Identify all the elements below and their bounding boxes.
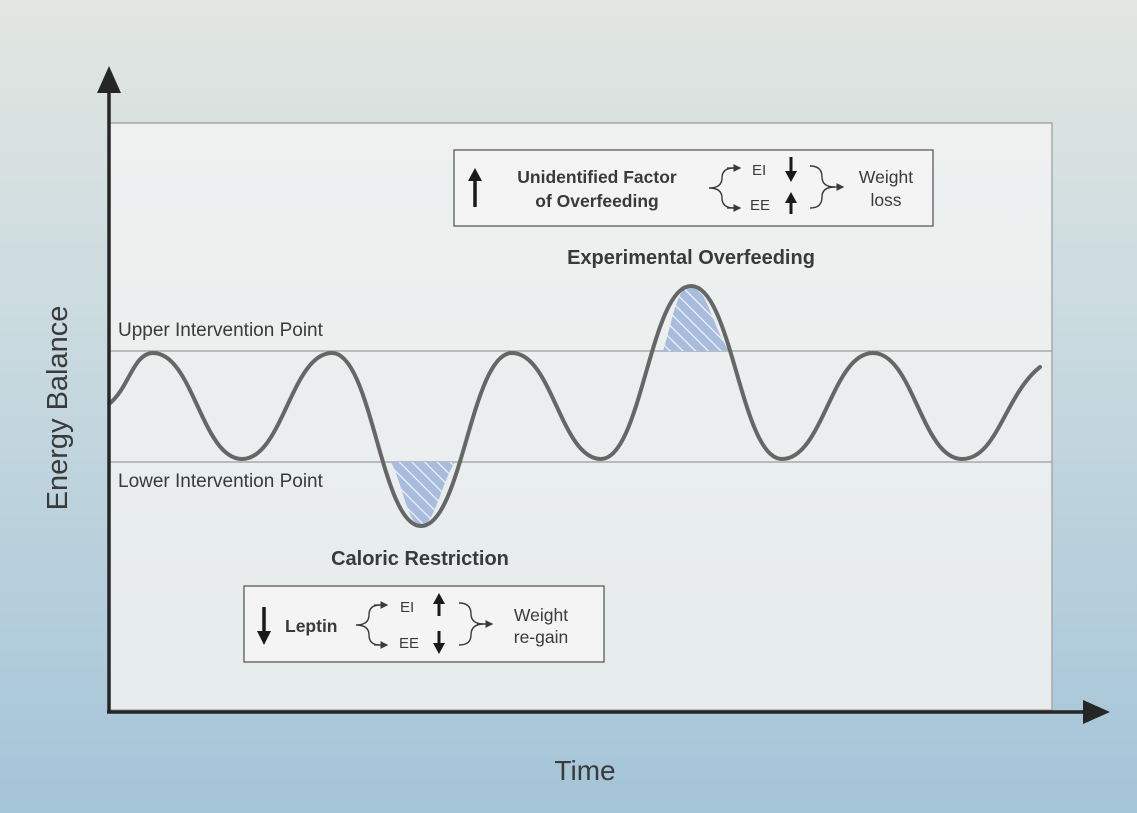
arrow-down-icon (785, 157, 797, 182)
overfeeding-outcome-line2: loss (870, 190, 901, 210)
overfeeding-factor-line2: of Overfeeding (535, 191, 659, 211)
arrow-up-icon (433, 593, 445, 616)
caloric-restriction-heading: Caloric Restriction (331, 548, 509, 570)
caloric-restriction-shaded-area (391, 462, 455, 526)
upper-intervention-label: Upper Intervention Point (118, 320, 324, 341)
lower-intervention-label: Lower Intervention Point (118, 471, 324, 492)
left-brace-icon (708, 167, 735, 209)
overfeeding-ee-label: EE (750, 197, 770, 214)
energy-balance-curve (107, 284, 1042, 528)
arrow-down-icon (433, 631, 445, 654)
arrow-up-icon (785, 192, 797, 214)
restriction-ei-label: EI (400, 599, 414, 616)
y-axis-label: Energy Balance (42, 306, 74, 511)
overfeeding-outcome-line1: Weight (859, 167, 913, 187)
restriction-outcome-line2: re-gain (514, 627, 568, 647)
arrow-down-icon (257, 607, 271, 645)
x-axis-arrowhead (1083, 700, 1110, 724)
restriction-mechanism-box: Leptin EI EE Weight re-gain (243, 585, 605, 663)
experimental-overfeeding-shaded-area (663, 286, 729, 351)
left-brace-icon (355, 604, 381, 646)
overfeeding-factor-line1: Unidentified Factor (517, 167, 677, 187)
y-axis-arrowhead (97, 66, 121, 93)
experimental-overfeeding-heading: Experimental Overfeeding (567, 247, 815, 269)
restriction-outcome-line1: Weight (514, 605, 568, 625)
x-axis-label: Time (554, 755, 615, 786)
overfeeding-mechanism-box: Unidentified Factor of Overfeeding EI EE… (453, 149, 934, 227)
restriction-factor: Leptin (285, 616, 338, 636)
arrow-up-icon (468, 168, 482, 207)
restriction-ee-label: EE (399, 635, 419, 652)
overfeeding-ei-label: EI (752, 162, 766, 179)
